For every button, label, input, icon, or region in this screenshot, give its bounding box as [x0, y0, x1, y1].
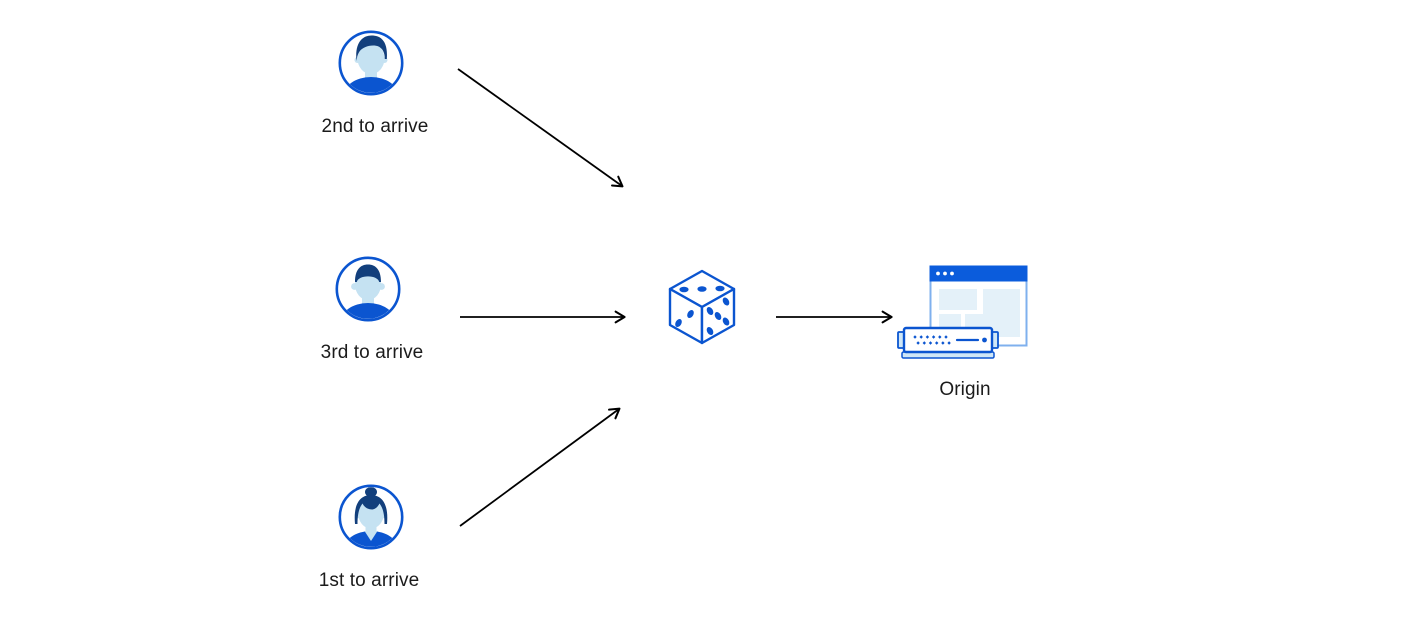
- dice-icon: [668, 269, 736, 345]
- node-visitor-third: [335, 256, 401, 322]
- arrow-visitor-first-to-dice: [459, 407, 621, 527]
- node-label-origin: Origin: [939, 379, 991, 400]
- node-origin: [896, 264, 1030, 362]
- person-avatar-icon: [338, 484, 404, 550]
- server-icon: [897, 326, 999, 359]
- node-randomizer: [667, 268, 737, 350]
- node-label-visitor-third: 3rd to arrive: [320, 342, 424, 363]
- node-visitor-second: [338, 30, 404, 96]
- node-label-visitor-second: 2nd to arrive: [321, 116, 429, 137]
- node-visitor-first: [338, 484, 404, 550]
- browser-window-icon: [929, 265, 1028, 347]
- person-avatar-icon: [338, 30, 404, 96]
- arrow-visitor-second-to-dice: [457, 68, 624, 188]
- person-avatar-icon: [335, 256, 401, 322]
- node-label-visitor-first: 1st to arrive: [318, 570, 420, 591]
- origin-server-icon: [897, 265, 1028, 359]
